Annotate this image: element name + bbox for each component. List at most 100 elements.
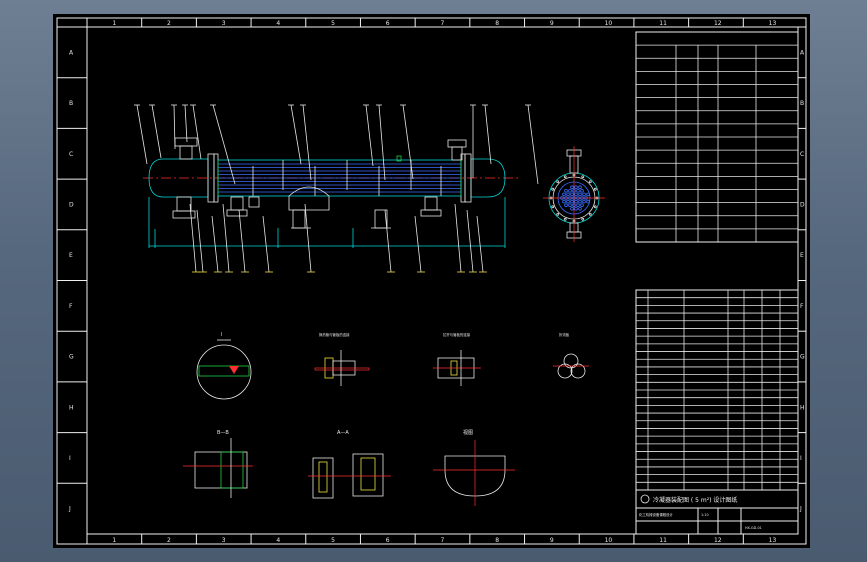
zone-row-label: J [799,506,802,513]
tube-hole [568,189,572,193]
zone-col-label: 2 [167,20,171,27]
zone-row-label: I [69,455,71,462]
tube-hole [560,196,564,200]
leader-line [238,209,246,273]
zone-row-label: D [69,201,74,208]
leader-line [136,104,148,165]
leader-line [402,104,414,180]
inner-frame [86,26,799,535]
leader-line [384,209,392,273]
detail-label-1: I [221,332,222,338]
detail-label-5: B—B [217,430,229,436]
leader-line [262,215,270,273]
part-leaders [134,104,539,273]
detail-view-4: 折流板 [553,332,589,379]
tube-hole [566,192,570,197]
detail-view-7: 视图 [433,429,515,506]
outer-frame [56,17,807,545]
leader-line [454,203,462,273]
detail-label-6: A—A [337,430,349,436]
end-view [543,146,605,242]
tube-hole [574,192,578,197]
zone-row-label: E [800,252,804,259]
bolt-hole [556,180,560,184]
detail-label-7: 视图 [463,429,473,436]
tube-hole [570,199,574,204]
zone-col-label: 13 [769,537,777,544]
detail-label-3: 拉杆与管板的连接 [443,332,471,337]
detail-view-6: A—A [308,430,391,499]
tube-hole [574,207,578,211]
tube-hole [580,203,584,208]
detail-view-1: I [196,332,252,400]
zone-row-label: A [800,49,805,56]
leader-line [196,209,204,273]
tube-hole [578,207,582,211]
zone-col-label: 7 [441,537,445,544]
leader-line [378,104,386,181]
zone-col-label: 10 [605,537,613,544]
tube-hole [568,203,572,208]
tube-hole [574,185,578,190]
leader-line [222,203,230,273]
zone-row-label: G [69,354,74,361]
leader-line [302,104,312,181]
zone-row-label: J [68,506,71,513]
zone-col-label: 3 [222,20,226,27]
leader-line [173,104,176,150]
tube-hole [562,192,566,197]
tube-hole [576,203,580,208]
zone-col-label: 1 [112,20,116,27]
tube-hole [570,207,574,211]
tube-hole [582,192,586,197]
bolt-hole [581,175,585,179]
zone-col-label: 11 [659,20,667,27]
tube-hole [574,199,578,204]
leader-line [476,215,484,273]
zone-col-label: 8 [495,20,499,27]
zone-col-label: 6 [386,537,390,544]
zone-col-label: 3 [222,537,226,544]
zone-col-label: 2 [167,537,171,544]
zone-row-label: F [800,303,804,310]
zone-row-label: G [800,354,805,361]
title-block-title: 冷凝器装配图 ( 5 m²) 设计图纸 [653,496,737,504]
tube-hole [564,196,568,200]
bolt-hole [581,217,585,221]
title-block-scale: 1:10 [701,513,709,517]
detail-view-3: 拉杆与管板的连接 [433,332,481,386]
tube-hole [566,199,570,204]
tube-hole [570,192,574,197]
bolt-hole [563,175,567,179]
bolt-hole [593,205,597,209]
tube-bundle [218,163,461,193]
tube-hole [568,196,572,200]
leader-line [184,104,188,143]
zone-col-label: 5 [331,20,335,27]
tube-hole [578,192,582,197]
tube-hole [572,203,576,208]
tube-hole [578,199,582,204]
detail-view-2: 换热管与管板的连接 [314,332,370,386]
technical-characteristics-table [635,31,799,243]
zone-row-label: C [69,151,73,158]
leader-line [304,203,312,273]
zone-row-label: H [69,404,74,411]
tube-hole [576,196,580,200]
leader-line [484,104,492,165]
title-block-unit: 化工机械设备课程设计 [639,512,674,517]
zone-col-label: 4 [276,20,280,27]
tube-hole [570,185,574,190]
leader-line [212,104,236,185]
tube-hole [572,196,576,200]
tube-hole [578,185,582,190]
leader-line [527,104,539,185]
bolt-hole [551,205,555,209]
detail-label-2: 换热管与管板的连接 [319,332,350,337]
zone-col-label: 6 [386,20,390,27]
